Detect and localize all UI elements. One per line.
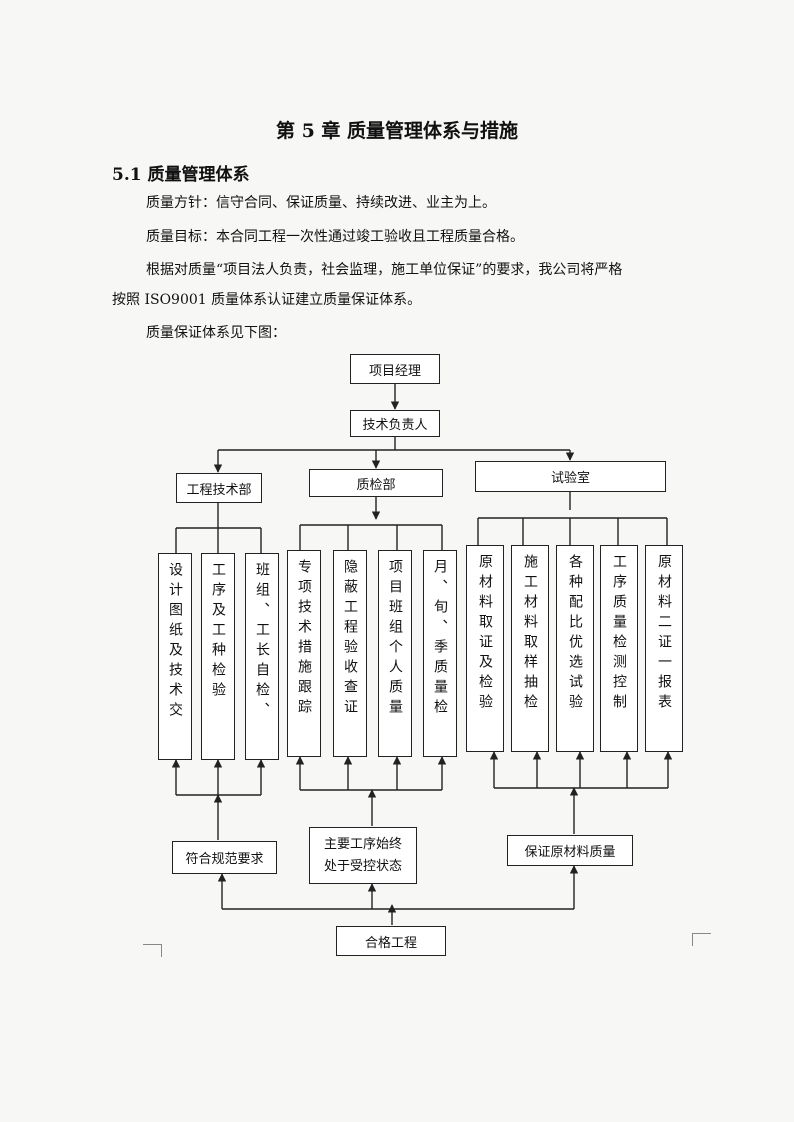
item-label: 施工材料取样抽检 xyxy=(522,554,538,714)
outcome-materials-label: 保证原材料质量 xyxy=(524,845,616,860)
item-label: 原材料二证一报表 xyxy=(656,554,672,714)
engineering-dept-label: 工程技术部 xyxy=(186,482,252,498)
item-label: 专项技术措施跟踪 xyxy=(296,559,312,719)
section-title: 5.1 质量管理体系 xyxy=(112,165,250,185)
requirement-line-2: 按照 ISO9001 质量体系认证建立质量保证体系。 xyxy=(112,292,422,308)
project-manager-box: 项目经理 xyxy=(350,354,440,384)
outcome-controlled-box: 主要工序始终处于受控状态 xyxy=(309,827,417,884)
crop-mark-left xyxy=(143,944,162,957)
qualified-project-box: 合格工程 xyxy=(336,926,446,956)
item-hidden-works: 隐蔽工程验收查证 xyxy=(333,550,367,757)
tech-lead-label: 技术负责人 xyxy=(362,418,428,433)
lab-box: 试验室 xyxy=(475,461,666,492)
item-design-drawings: 设计图纸及技术交 xyxy=(158,553,192,760)
chapter-title: 第 5 章 质量管理体系与措施 xyxy=(275,120,519,142)
qualified-project-label: 合格工程 xyxy=(364,935,417,951)
item-label: 班组、工长自检、 xyxy=(254,562,270,722)
item-team-quality: 项目班组个人质量 xyxy=(378,550,412,757)
item-label: 工序及工种检验 xyxy=(210,562,226,702)
item-process-quality-control: 工序质量检测控制 xyxy=(600,545,638,752)
item-label: 设计图纸及技术交 xyxy=(167,562,183,722)
item-label: 各种配比优选试验 xyxy=(567,554,583,714)
outcome-standards-box: 符合规范要求 xyxy=(172,841,277,874)
item-periodic-inspection: 月、旬、季质量检 xyxy=(423,550,457,757)
crop-mark-right xyxy=(692,933,711,946)
item-team-self-check: 班组、工长自检、 xyxy=(245,553,279,760)
item-special-measures: 专项技术措施跟踪 xyxy=(287,550,321,757)
outcome-materials-box: 保证原材料质量 xyxy=(507,835,633,866)
qc-dept-label: 质检部 xyxy=(356,477,396,493)
item-material-sampling: 施工材料取样抽检 xyxy=(511,545,549,752)
item-label: 隐蔽工程验收查证 xyxy=(342,559,358,719)
item-label: 项目班组个人质量 xyxy=(387,559,403,719)
project-manager-label: 项目经理 xyxy=(368,363,421,379)
lab-label: 试验室 xyxy=(550,471,590,486)
item-label: 月、旬、季质量检 xyxy=(432,559,448,719)
requirement-line-1: 根据对质量“项目法人负责，社会监理，施工单位保证”的要求，我公司将严格 xyxy=(146,262,623,278)
outcome-controlled-label: 主要工序始终处于受控状态 xyxy=(323,836,402,874)
item-raw-material-check: 原材料取证及检验 xyxy=(466,545,504,752)
item-mix-optimization: 各种配比优选试验 xyxy=(556,545,594,752)
item-process-inspection: 工序及工种检验 xyxy=(201,553,235,760)
chart-intro: 质量保证体系见下图： xyxy=(146,325,286,341)
item-label: 原材料取证及检验 xyxy=(477,554,493,714)
item-material-certificates: 原材料二证一报表 xyxy=(645,545,683,752)
item-label: 工序质量检测控制 xyxy=(611,554,627,714)
outcome-standards-label: 符合规范要求 xyxy=(185,852,264,867)
engineering-dept-box: 工程技术部 xyxy=(176,473,262,503)
quality-goal: 质量目标：本合同工程一次性通过竣工验收且工程质量合格。 xyxy=(146,229,524,245)
tech-lead-box: 技术负责人 xyxy=(350,410,440,437)
quality-policy: 质量方针：信守合同、保证质量、持续改进、业主为上。 xyxy=(146,195,496,211)
qc-dept-box: 质检部 xyxy=(309,469,443,497)
